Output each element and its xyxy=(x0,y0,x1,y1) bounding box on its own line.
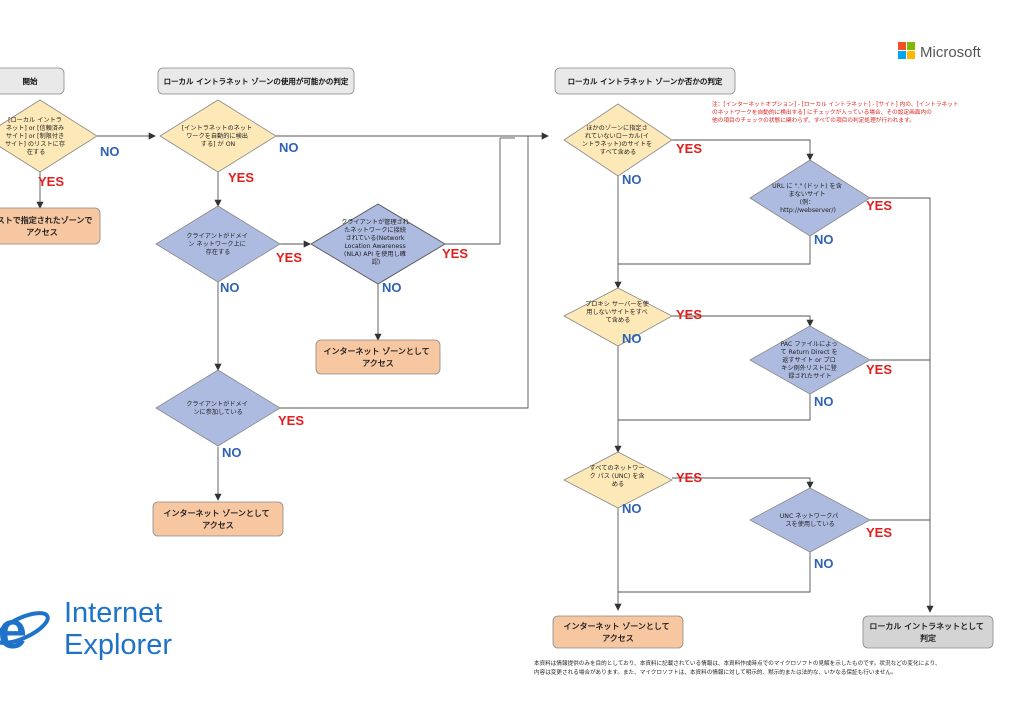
svg-text:NO: NO xyxy=(220,280,240,295)
svg-text:インターネット ゾーンとして アクセス: インターネット ゾーンとして アクセス xyxy=(564,621,673,643)
svg-text:NO: NO xyxy=(279,140,299,155)
microsoft-logo: Microsoft xyxy=(898,42,982,61)
diamond-no-dot-url: URL に "." (ドット) を含 まないサイト (例： http://web… xyxy=(749,159,871,237)
svg-text:NO: NO xyxy=(622,501,642,516)
svg-text:ローカル イントラネット ゾーンか否かの判定: ローカル イントラネット ゾーンか否かの判定 xyxy=(568,76,723,86)
svg-text:Internet: Internet xyxy=(64,597,162,629)
result-internet-zone-3: インターネット ゾーンとして アクセス xyxy=(552,615,684,649)
svg-text:NO: NO xyxy=(622,331,642,346)
svg-text:YES: YES xyxy=(866,525,892,540)
note-text: 注：[インターネットオプション] - [ローカル イントラネット] - [サイト… xyxy=(712,100,959,124)
svg-text:クライアントがドメイ ンに参加している: クライアントがドメイ ンに参加している xyxy=(186,400,250,416)
svg-text:のネットワークを自動的に検出する] にチェックが入っている場: のネットワークを自動的に検出する] にチェックが入っている場合、その設定画面内の xyxy=(712,108,932,116)
svg-text:本資料は情報提供のみを目的としており、本資料に記載されている: 本資料は情報提供のみを目的としており、本資料に記載されている情報は、本資料作成時… xyxy=(534,659,941,667)
svg-text:クライアントがドメイ ン ネットワーク上に: クライアントがドメイ ン ネットワーク上に 存在する xyxy=(186,232,250,256)
svg-text:YES: YES xyxy=(276,250,302,265)
result-internet-zone-1: インターネット ゾーンとして アクセス xyxy=(315,339,441,375)
svg-text:YES: YES xyxy=(38,174,64,189)
svg-text:NO: NO xyxy=(622,172,642,187)
svg-text:YES: YES xyxy=(442,246,468,261)
diamond-domain-network: クライアントがドメイ ン ネットワーク上に 存在する xyxy=(155,205,281,283)
svg-text:注：[インターネットオプション] - [ローカル イントラネ: 注：[インターネットオプション] - [ローカル イントラネット] - [サイト… xyxy=(712,100,959,108)
svg-text:YES: YES xyxy=(866,198,892,213)
branch-labels: YES NO NO YES YES NO YES NO YES NO YES N… xyxy=(38,140,892,571)
svg-text:インターネット ゾーンとして アクセス: インターネット ゾーンとして アクセス xyxy=(164,508,273,530)
diamond-auto-detect: [イントラネットのネット ワークを自動的に検出 する] が ON xyxy=(159,99,277,173)
header-start: 開始 xyxy=(0,67,65,95)
result-list-zone: リストで指定されたゾーンで アクセス xyxy=(0,207,101,245)
svg-text:NO: NO xyxy=(814,556,834,571)
diamond-bypass-proxy: プロキシ サーバーを使 用しないサイトをすべ て含める xyxy=(563,287,673,347)
svg-text:YES: YES xyxy=(676,307,702,322)
svg-text:プロキシ サーバーを使 用しないサイトをすべ: プロキシ サーバーを使 用しないサイトをすべ て含める xyxy=(585,300,651,324)
header-local-check: ローカル イントラネット ゾーンの使用が可能かの判定 xyxy=(157,67,355,95)
svg-text:インターネット ゾーンとして アクセス: インターネット ゾーンとして アクセス xyxy=(324,346,433,368)
svg-text:NO: NO xyxy=(382,280,402,295)
svg-text:内容は変更される場合があります。また、マイクロソフトは、本資: 内容は変更される場合があります。また、マイクロソフトは、本資料の情報に対して明示… xyxy=(534,668,897,676)
svg-text:URL に "." (ドット) を含 まないサイ: URL に "." (ドット) を含 まないサイト (例： http://web… xyxy=(772,182,844,214)
disclaimer: 本資料は情報提供のみを目的としており、本資料に記載されている情報は、本資料作成時… xyxy=(534,659,941,676)
result-local-intranet: ローカル イントラネットとして 判定 xyxy=(862,615,994,649)
svg-text:ローカル イントラネットとして 判定: ローカル イントラネットとして 判定 xyxy=(869,621,986,643)
svg-text:NO: NO xyxy=(222,445,242,460)
svg-text:Microsoft: Microsoft xyxy=(920,44,982,61)
internet-explorer-logo: e Internet Explorer xyxy=(0,597,172,661)
svg-text:[イントラネットのネット ワークを自動的に検出: [イントラネットのネット ワークを自動的に検出 する] が ON xyxy=(182,125,254,148)
svg-text:e: e xyxy=(0,602,27,660)
header-zone-check: ローカル イントラネット ゾーンか否かの判定 xyxy=(554,67,736,95)
svg-text:YES: YES xyxy=(278,413,304,428)
diamond-listed-zone: [ローカル イントラ ネット] or [信頼済み サイト] or [制限付き サ… xyxy=(0,99,98,173)
svg-text:他の項目のチェックの状態に関わらず、すべての項目の判定処理が: 他の項目のチェックの状態に関わらず、すべての項目の判定処理が行われます。 xyxy=(712,116,915,124)
svg-text:Explorer: Explorer xyxy=(64,629,172,661)
svg-text:NO: NO xyxy=(814,394,834,409)
diamond-include-local-sites: ほかのゾーンに指定さ れていないローカル(イ ントラネット)のサイトを すべて含… xyxy=(563,103,673,177)
svg-text:ローカル イントラネット ゾーンの使用が可能かの判定: ローカル イントラネット ゾーンの使用が可能かの判定 xyxy=(164,76,349,86)
diamond-managed-network: クライアントが管理され たネットワークに接続 されている(Network Loc… xyxy=(310,203,446,285)
diamond-uses-unc: UNC ネットワークパ スを使用している xyxy=(749,487,871,553)
svg-text:UNC ネットワークパ スを使用している: UNC ネットワークパ スを使用している xyxy=(780,513,840,528)
connector-lines xyxy=(36,132,934,613)
svg-text:[ローカル イントラ ネット] or [信頼済み: [ローカル イントラ ネット] or [信頼済み サイト] or [制限付き サ… xyxy=(5,117,67,156)
svg-text:NO: NO xyxy=(814,232,834,247)
diamond-include-unc: すべてのネットワー ク パス (UNC) を含 める xyxy=(563,451,673,509)
svg-text:YES: YES xyxy=(676,141,702,156)
svg-text:すべてのネットワー ク パス (UNC) を含: すべてのネットワー ク パス (UNC) を含 める xyxy=(589,465,646,488)
svg-text:PAC ファイルによっ て Return Dir: PAC ファイルによっ て Return Direct を 返すサイト or プ… xyxy=(780,341,839,380)
svg-text:リストで指定されたゾーンで アクセス: リストで指定されたゾーンで アクセス xyxy=(0,215,95,237)
svg-text:YES: YES xyxy=(866,362,892,377)
svg-text:NO: NO xyxy=(100,144,120,159)
svg-text:クライアントが管理され たネットワークに接続: クライアントが管理され たネットワークに接続 されている(Network Loc… xyxy=(341,218,411,266)
svg-text:ほかのゾーンに指定さ れていないローカル(イ: ほかのゾーンに指定さ れていないローカル(イ ントラネット)のサイトを すべて含… xyxy=(582,124,654,156)
svg-text:YES: YES xyxy=(676,470,702,485)
svg-text:YES: YES xyxy=(228,170,254,185)
diamond-pac-return-direct: PAC ファイルによっ て Return Direct を 返すサイト or プ… xyxy=(749,325,871,395)
ie-e-icon: e xyxy=(0,602,50,660)
svg-text:開始: 開始 xyxy=(23,76,38,86)
diamond-domain-joined: クライアントがドメイ ンに参加している xyxy=(155,369,281,447)
result-internet-zone-2: インターネット ゾーンとして アクセス xyxy=(152,501,284,537)
